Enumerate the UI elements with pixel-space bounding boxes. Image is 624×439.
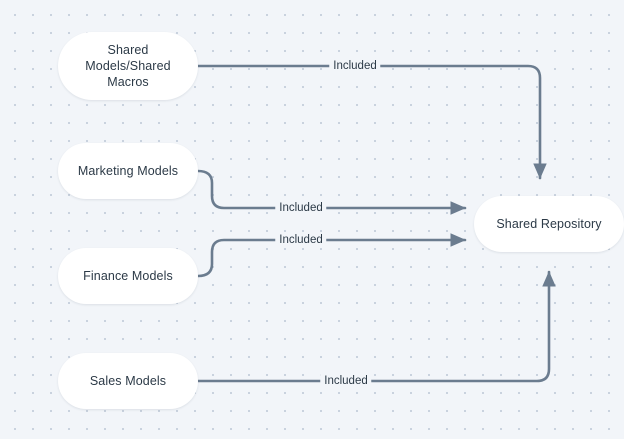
node-shared-repository-label: Shared Repository xyxy=(496,217,602,231)
node-marketing-models-label: Marketing Models xyxy=(77,164,179,178)
edge-label-shared-models: Included xyxy=(329,59,381,73)
node-finance-models[interactable]: Finance Models xyxy=(58,248,198,304)
edge-marketing-models-to-repository xyxy=(196,169,467,215)
node-shared-models-label: Shared Models/Shared Macros xyxy=(85,43,171,89)
node-shared-models[interactable]: Shared Models/Shared Macros xyxy=(58,32,198,100)
edge-label-marketing-models: Included xyxy=(275,201,327,215)
edge-finance-models-to-repository xyxy=(196,233,467,278)
node-shared-repository[interactable]: Shared Repository xyxy=(474,196,624,252)
edge-shared-models-to-repository xyxy=(196,64,547,180)
edge-label-finance-models: Included xyxy=(275,233,327,247)
node-marketing-models[interactable]: Marketing Models xyxy=(58,143,198,199)
node-sales-models[interactable]: Sales Models xyxy=(58,353,198,409)
edge-label-sales-models: Included xyxy=(320,374,372,388)
node-sales-models-label: Sales Models xyxy=(89,374,167,388)
edge-sales-models-to-repository xyxy=(196,270,556,383)
node-finance-models-label: Finance Models xyxy=(83,269,173,283)
